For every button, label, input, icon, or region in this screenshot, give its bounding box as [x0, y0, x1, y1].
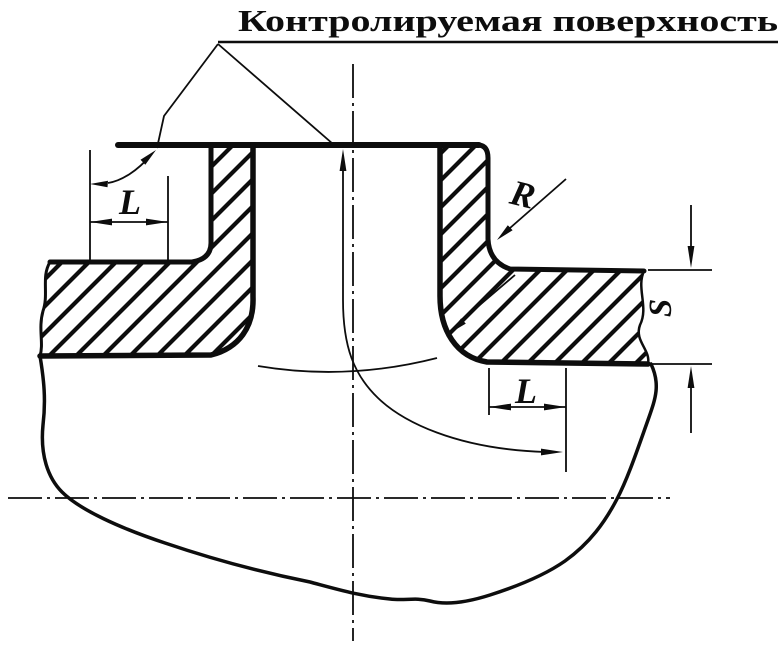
- dimension-l-bottom: L: [488, 368, 567, 472]
- arrowhead-up-icon: [687, 366, 695, 388]
- trace-curve-center: [342, 168, 546, 453]
- hatch-left-wall: [40, 145, 254, 356]
- right-bore-wall-and-bottom: [437, 142, 651, 367]
- curve-arrowhead-left-icon: [90, 180, 108, 188]
- radius-leader-inner: [460, 274, 516, 322]
- fillet-projection-arc: [257, 357, 438, 373]
- radius-leader-outer: [509, 178, 567, 229]
- label-l-bottom: L: [514, 371, 537, 411]
- left-bore-wall-and-bottom: [37, 142, 256, 359]
- part-outline: [37, 142, 659, 605]
- right-outer-wall-and-step: [476, 142, 647, 274]
- bottom-break-line: [38, 354, 659, 605]
- dimension-l-left: L: [89, 150, 169, 262]
- title-text: Контролируемая поверхность: [238, 3, 778, 38]
- label-s: S: [643, 299, 679, 317]
- arrowhead-left-icon: [489, 403, 511, 411]
- arrowhead-left-icon: [90, 218, 112, 226]
- extension-lines-s: [648, 269, 712, 365]
- hatch-right-wall: [439, 145, 649, 364]
- centerlines: [8, 64, 670, 641]
- radius-arrowhead-outer-icon: [497, 225, 513, 240]
- label-l-left: L: [118, 182, 141, 222]
- trace-arrowhead-up-icon: [339, 149, 347, 171]
- title-leader-lines: [156, 43, 334, 149]
- left-outer-wall-and-step: [47, 142, 214, 265]
- dimension-s: S: [643, 205, 712, 433]
- title-block: Контролируемая поверхность: [156, 3, 778, 149]
- extension-lines-l-left: [89, 150, 169, 262]
- arrowhead-down-icon: [687, 246, 695, 268]
- left-break-line: [38, 260, 52, 358]
- arrowhead-right-icon: [544, 403, 566, 411]
- label-r: R: [505, 172, 539, 217]
- trace-arrow-center: [339, 149, 563, 456]
- right-break-line: [637, 269, 650, 366]
- trace-arrowhead-right-icon: [541, 448, 563, 456]
- section-hatching: [40, 145, 649, 364]
- arrowhead-right-icon: [146, 218, 168, 226]
- radius-arrowhead-inner-icon: [450, 318, 466, 333]
- curve-arrowhead-up-icon: [140, 150, 156, 165]
